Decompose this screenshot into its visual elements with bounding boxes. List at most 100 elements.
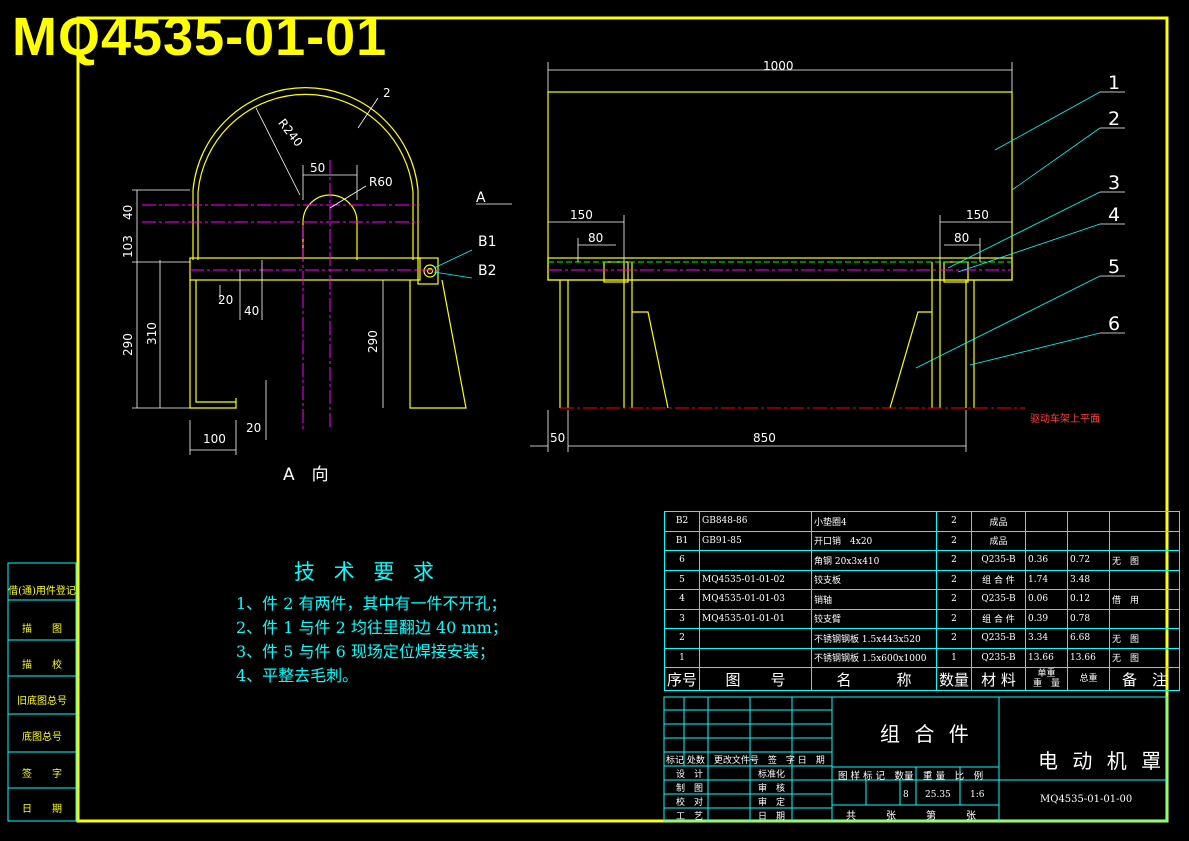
bom-cell: 3 (663, 608, 701, 629)
part-type: 组 合 件 (880, 722, 973, 746)
title-drawing-number: MQ4535-01-01-00 (1040, 794, 1133, 805)
dim-150-left: 150 (570, 208, 593, 222)
front-view-leaders (915, 91, 1101, 369)
title-block-grid (663, 696, 1168, 822)
label-b2: B2 (478, 263, 497, 279)
bom-cell: 0.72 (1067, 550, 1111, 571)
bom-cell: 6.68 (1067, 628, 1111, 649)
balloon-5: 5 (1108, 256, 1120, 278)
dim-100: 100 (203, 432, 226, 446)
bom-cell (1025, 530, 1069, 551)
bom-cell (1109, 569, 1181, 590)
bom-cell: 角钢 20x3x410 (811, 550, 938, 571)
drawing-number: MQ4535-01-01 (12, 7, 388, 67)
dim-r60: R60 (369, 175, 393, 189)
bom-cell: 2 (663, 628, 701, 649)
bom-cell: 0.39 (1025, 608, 1069, 629)
view-a-arrow-label: A (476, 190, 486, 206)
bom-cell: 2 (936, 511, 973, 532)
weight-value: 25.35 (925, 790, 951, 800)
tech-requirements-title: 技 术 要 求 (294, 560, 441, 584)
bom-cell (1109, 608, 1181, 629)
bom-cell: Q235-B (971, 550, 1027, 571)
tech-item: 4、平整去毛刺。 (236, 666, 359, 685)
dim-103: 103 (121, 235, 135, 258)
bom-cell: 6 (663, 550, 701, 571)
bom-cell: 铰支板 (811, 569, 938, 590)
bom-cell: MQ4535-01-01-01 (699, 608, 813, 629)
bom-header-cell: 材 料 (971, 667, 1027, 691)
role-left: 校 对 (676, 798, 704, 808)
bom-cell: Q235-B (971, 628, 1027, 649)
dim-80-right: 80 (954, 231, 969, 245)
dim-290-left: 290 (121, 333, 135, 356)
balloon-3: 3 (1108, 172, 1120, 194)
dim-310: 310 (145, 322, 159, 345)
bom-cell (1067, 511, 1111, 532)
bom-cell: 2 (936, 608, 973, 629)
bom-cell: MQ4535-01-01-03 (699, 589, 813, 610)
bom-cell: 开口销 4x20 (811, 530, 938, 551)
bom-cell: 无 图 (1109, 550, 1181, 571)
side-label: 签 字 (22, 769, 62, 780)
bom-cell: 1 (936, 647, 973, 668)
bom-cell: 不锈钢钢板 1.5x443x520 (811, 628, 938, 649)
bom-cell: MQ4535-01-01-02 (699, 569, 813, 590)
bom-cell: 2 (936, 589, 973, 610)
quantity-value: 8 (903, 790, 909, 800)
side-register-lines (8, 599, 76, 789)
role-right: 审 定 (758, 798, 786, 808)
bom-header-cell: 备 注 (1109, 667, 1181, 691)
bom-cell (1109, 530, 1181, 551)
front-view-dimlines (530, 62, 1013, 452)
dim-80-left: 80 (588, 231, 603, 245)
bom-header-cell: 单重重 量 (1025, 667, 1069, 691)
dim-1000: 1000 (763, 59, 794, 73)
bom-header-cell: 图 号 (699, 667, 813, 691)
bom-cell: B2 (663, 511, 701, 532)
side-label: 描 校 (22, 660, 62, 671)
bom-cell: 3.48 (1067, 569, 1111, 590)
bom-header-cell: 数量 (936, 667, 973, 691)
bom-cell: 小垫圈4 (811, 511, 938, 532)
bom-cell: 成品 (971, 530, 1027, 551)
bom-cell: Q235-B (971, 647, 1027, 668)
bom-cell: 4 (663, 589, 701, 610)
balloon-6: 6 (1108, 313, 1120, 335)
bom-cell: Q235-B (971, 589, 1027, 610)
bom-cell: 2 (936, 569, 973, 590)
bom-cell (1025, 511, 1069, 532)
label-b1: B1 (478, 234, 497, 250)
bom-cell: 成品 (971, 511, 1027, 532)
bom-cell: 13.66 (1067, 647, 1111, 668)
tech-item: 3、件 5 与件 6 现场定位焊接安装； (236, 642, 495, 661)
dim-290-right: 290 (366, 330, 380, 353)
role-right: 标准化 (758, 770, 786, 780)
bom-cell: 13.66 (1025, 647, 1069, 668)
bom-cell (1067, 530, 1111, 551)
bom-cell: 铰支臂 (811, 608, 938, 629)
outer-frame (76, 16, 1169, 823)
product-name: 电 动 机 罩 (1038, 749, 1166, 773)
bom-cell: 2 (936, 530, 973, 551)
dim-20-a: 20 (218, 293, 233, 307)
dim-850: 850 (753, 431, 776, 445)
dim-40-top: 40 (121, 205, 135, 220)
bom-cell: 组 合 件 (971, 608, 1027, 629)
front-view-outline (547, 91, 1013, 409)
bom-cell (699, 550, 813, 571)
bom-header-row: 序号 图 号 名 称 数量 材 料 单重重 量 总重 备 注 (663, 667, 1181, 691)
revision-header: 标记 处数 更改文件号 签 字 日 期 (666, 756, 825, 766)
tech-requirements: 技 术 要 求 1、件 2 有两件，其中有一件不开孔； 2、件 1 与件 2 均… (236, 556, 508, 688)
bom-cell: GB91-85 (699, 530, 813, 551)
view-a-title: A 向 (283, 465, 329, 485)
bom-cell: 无 图 (1109, 647, 1181, 668)
bom-cell: 2 (936, 628, 973, 649)
